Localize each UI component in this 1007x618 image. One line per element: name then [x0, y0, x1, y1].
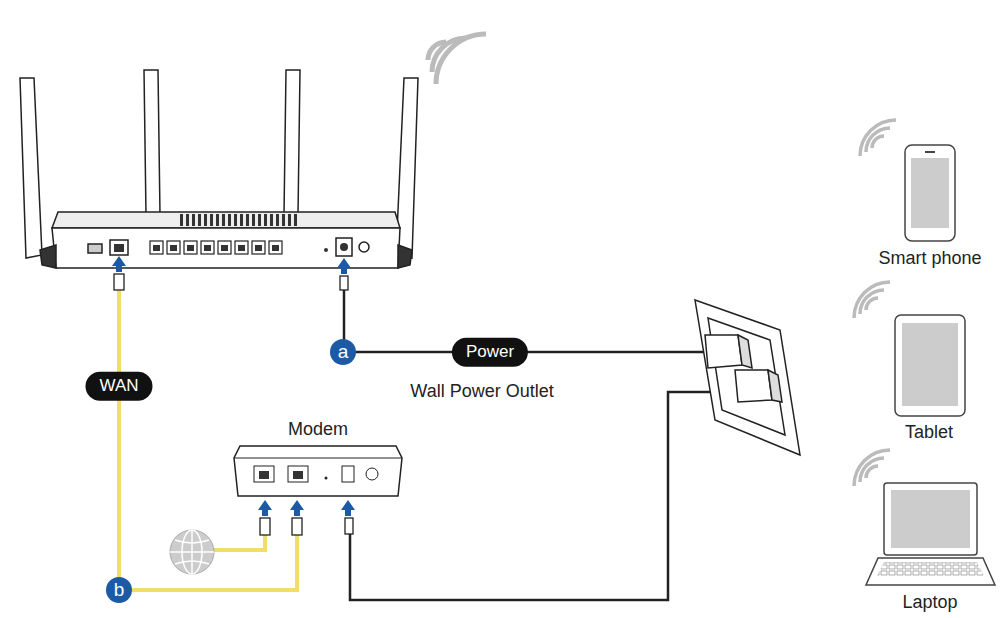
router — [20, 70, 418, 268]
lan-ports — [150, 241, 282, 254]
lan-port — [272, 245, 279, 251]
wifi-signal — [428, 34, 486, 84]
lan-port — [218, 241, 231, 254]
lan-port — [167, 241, 180, 254]
wall-outlet — [695, 300, 800, 455]
modem-box: Modem — [232, 420, 404, 500]
lan-port — [255, 245, 262, 251]
lan-port — [221, 245, 228, 251]
lan-port — [201, 241, 214, 254]
lan-port — [170, 245, 177, 251]
callout-letter: b — [106, 577, 132, 603]
lan-port — [204, 245, 211, 251]
tablet-icon — [895, 315, 965, 416]
device-label: Laptop — [902, 593, 957, 613]
laptop-icon — [866, 483, 995, 585]
device-label: Tablet — [905, 423, 953, 443]
internet-globe — [170, 530, 214, 574]
lan-port — [150, 241, 163, 254]
outlet-label: Wall Power Outlet — [410, 382, 553, 402]
cable-tag: Power — [452, 338, 528, 367]
smart-phone-icon — [905, 145, 955, 241]
lan-port — [187, 245, 194, 251]
device-name: Modem — [232, 420, 404, 440]
lan-port — [238, 245, 245, 251]
device-wifi — [854, 120, 896, 486]
lan-port — [153, 245, 160, 251]
lan-port — [184, 241, 197, 254]
device-label: Smart phone — [878, 249, 981, 269]
lan-port — [252, 241, 265, 254]
power-cable — [344, 290, 768, 600]
modem-body — [232, 444, 404, 500]
wan-cable — [119, 290, 297, 590]
callout-letter: a — [330, 339, 356, 365]
lan-port — [235, 241, 248, 254]
lan-port — [269, 241, 282, 254]
cable-tag: WAN — [85, 372, 152, 401]
